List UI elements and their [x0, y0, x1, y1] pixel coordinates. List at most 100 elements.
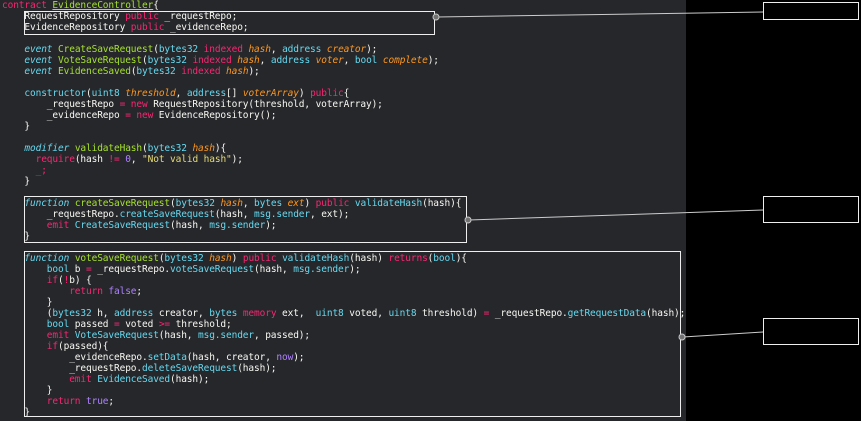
code-line: _evidenceRepo = new EvidenceRepository()…	[2, 110, 685, 121]
code-token: {	[343, 88, 350, 99]
code-line	[2, 132, 685, 143]
code-token: event	[24, 66, 59, 77]
code-line: emit EvidenceSaved(hash);	[2, 374, 685, 385]
code-token: bytes	[254, 198, 283, 209]
code-line: require(hash != 0, "Not valid hash");	[2, 154, 685, 165]
code-token: bytes32	[52, 308, 92, 319]
callout-box-2	[763, 196, 859, 223]
code-token: bytes32	[147, 55, 187, 66]
code-line: event VoteSaveRequest(bytes32 indexed ha…	[2, 55, 685, 66]
code-token: emit	[46, 220, 75, 231]
code-token: bytes32	[147, 143, 187, 154]
code-line: }	[2, 121, 685, 132]
code-token: bytes32	[175, 198, 215, 209]
code-token: ext,	[276, 308, 316, 319]
code-token: emit	[46, 330, 75, 341]
code-token: if	[46, 341, 58, 352]
code-token: _evidenceRepo	[2, 110, 126, 121]
code-token: 0	[125, 154, 131, 165]
code-token: EvidenceRepository();	[153, 110, 277, 121]
code-token: h,	[91, 308, 115, 319]
code-token: voterArray	[242, 88, 299, 99]
code-token: !=	[108, 154, 126, 165]
code-token: ext	[287, 198, 305, 209]
code-token: address	[114, 308, 154, 319]
code-token: modifier	[24, 143, 75, 154]
code-token: bytes32	[158, 44, 199, 55]
code-token: VoteSaveRequest	[74, 330, 159, 341]
code-token: hash	[220, 198, 243, 209]
code-token: RequestRepository(threshold, voterArray)…	[147, 99, 383, 110]
code-token: threshold	[125, 88, 176, 99]
code-line: event CreateSaveRequest(bytes32 indexed …	[2, 44, 685, 55]
code-token: validateHash	[354, 198, 423, 209]
code-token: );	[293, 352, 305, 363]
code-token: public	[315, 198, 350, 209]
code-token: EvidenceRepository	[2, 22, 131, 33]
code-token: (	[170, 198, 176, 209]
code-token: (hash);	[646, 308, 686, 319]
code-token: false	[108, 286, 137, 297]
code-token	[2, 66, 24, 77]
code-line: event EvidenceSaved(bytes32 indexed hash…	[2, 66, 685, 77]
code-token: ,	[242, 198, 255, 209]
code-token: ;	[136, 286, 143, 297]
code-token: ,	[175, 88, 187, 99]
code-token: (	[130, 66, 137, 77]
code-token: require	[35, 154, 75, 165]
code-token: creator,	[153, 308, 210, 319]
code-token	[2, 143, 24, 154]
code-token: threshold;	[175, 319, 232, 330]
code-line: emit CreateSaveRequest(hash, msg.sender)…	[2, 220, 685, 231]
code-token: EvidenceSaved	[97, 374, 170, 385]
code-token: _evidenceRepo;	[164, 22, 249, 33]
code-token: uint8	[91, 88, 120, 99]
code-token: msg.sender	[293, 264, 350, 275]
code-token: }	[2, 385, 53, 396]
code-line: contract EvidenceController{	[2, 0, 685, 11]
code-token: (hash);	[237, 363, 277, 374]
code-line: constructor(uint8 threshold, address[] v…	[2, 88, 685, 99]
code-token: }	[2, 176, 30, 187]
code-token: {	[153, 0, 159, 11]
code-token: deleteSaveRequest	[142, 363, 238, 374]
code-token: bytes32	[136, 66, 176, 77]
code-token: event	[24, 55, 59, 66]
code-token: }	[2, 407, 30, 418]
code-token: )	[304, 198, 316, 209]
code-token: memory	[242, 308, 277, 319]
code-token: _requestRepo.	[97, 264, 171, 275]
code-line: return false;	[2, 286, 685, 297]
code-token: hash	[209, 253, 232, 264]
code-token: address	[270, 55, 311, 66]
code-token: constructor	[24, 88, 87, 99]
code-token: validateHash	[282, 253, 350, 264]
code-token: (hash, creator,	[186, 352, 277, 363]
code-token: if	[46, 275, 58, 286]
code-token: =	[86, 264, 98, 275]
code-token: voter	[315, 55, 344, 66]
code-token: (	[142, 55, 148, 66]
code-token: public	[130, 22, 165, 33]
code-token: CreateSaveRequest	[58, 44, 154, 55]
code-token: EvidenceSaved	[58, 66, 131, 77]
code-token: >=	[158, 319, 176, 330]
code-token: complete	[382, 55, 428, 66]
code-token: (hash,	[158, 330, 198, 341]
code-token: _requestRepo;	[158, 11, 238, 22]
code-token: public	[242, 253, 277, 264]
code-token: VoteSaveRequest	[58, 55, 143, 66]
code-token: return	[69, 286, 109, 297]
code-token: hash	[192, 143, 215, 154]
code-line: }	[2, 385, 685, 396]
code-line: if(passed){	[2, 341, 685, 352]
code-token: (	[427, 253, 434, 264]
code-token: , ext);	[310, 209, 350, 220]
code-token	[2, 55, 24, 66]
code-token: (hash,	[254, 264, 294, 275]
code-token: CreateSaveRequest	[74, 220, 170, 231]
code-token: );	[366, 44, 378, 55]
code-token: ){	[214, 143, 227, 154]
code-line: }	[2, 407, 685, 418]
